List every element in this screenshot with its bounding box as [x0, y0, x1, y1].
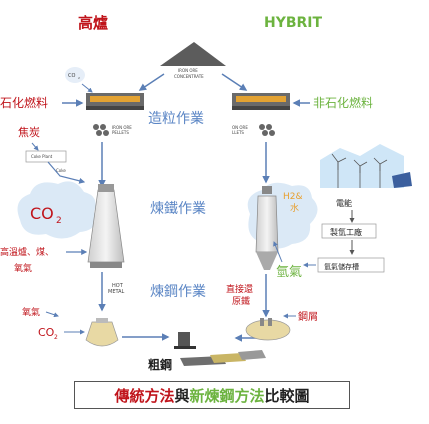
non-fossil-fuel-label: 非石化燃料: [313, 95, 373, 110]
svg-text:2: 2: [54, 334, 58, 341]
co2-cloud-left: [17, 181, 96, 239]
caption-and: 與: [174, 386, 190, 405]
coke-small-label: Coke: [56, 168, 66, 173]
hydrogen-plant-box: [321, 223, 377, 239]
ore-concentrate-pile: [160, 42, 226, 66]
pellets-left-label-2: PELLETS: [112, 130, 129, 135]
pellets-left-label-1: IRON ORE: [112, 125, 132, 130]
fossil-fuel-label: 石化燃料: [0, 95, 48, 110]
concentrate-label-1: IRON ORE: [178, 68, 198, 73]
electric-arc-furnace: [245, 318, 291, 341]
direct-reduction-label-1: 直接還: [226, 283, 253, 295]
coke-label: 焦炭: [18, 126, 40, 139]
hydrogen-storage-box: [317, 257, 385, 273]
co2-bottom-label: CO: [38, 326, 55, 339]
shaft-furnace: [255, 186, 279, 270]
svg-text:2: 2: [78, 76, 80, 80]
stage-steelmaking: 煉鋼作業: [150, 284, 206, 300]
crude-steel-label: 粗鋼: [148, 357, 172, 372]
caption-new-method: 新煉鋼方法: [189, 386, 265, 405]
hot-metal-label-2: METAL: [108, 289, 125, 295]
h2-water-label-2: 水: [290, 202, 299, 214]
blast-furnace: [87, 184, 125, 268]
pellets-right-label-1: ON ORE: [232, 125, 248, 130]
hydrogen-plant-label: 製氫工廠: [330, 227, 362, 237]
hydrogen-storage-label: 氫氣儲存槽: [324, 262, 359, 271]
hot-air-label: 高溫爐、煤、: [0, 246, 54, 258]
caption-traditional: 傳統方法: [114, 386, 175, 405]
blast-furnace-header: 高爐: [78, 14, 108, 32]
oxygen-left-label: 氧氣: [14, 262, 32, 274]
coke-plant-label: Coke Plant: [31, 154, 53, 159]
steel-converter: [85, 318, 119, 347]
stage-ironmaking: 煉鐵作業: [150, 200, 206, 217]
crude-steel-products: [174, 332, 266, 366]
scrap-label: 鋼屑: [298, 310, 318, 323]
hydrogen-label: 氫氣: [276, 265, 302, 280]
hot-metal-label-1: HOT: [112, 283, 124, 289]
svg-text:2: 2: [56, 216, 62, 226]
oxygen-bottom-label: 氧氣: [22, 306, 40, 318]
left-pelletizer: [86, 93, 144, 136]
electricity-label: 電能: [336, 198, 352, 208]
h2-water-label-1: H2&: [283, 192, 303, 202]
pellets-right-label-2: LLETS: [232, 130, 244, 135]
renewable-energy: [320, 144, 412, 188]
coke-plant-box: [25, 150, 67, 163]
concentrate-label-2: CONCENTRATE: [174, 74, 204, 79]
direct-reduction-label-2: 原鐵: [232, 295, 250, 307]
hybrit-header: HYBRIT: [264, 15, 323, 31]
caption-box: 傳統方法 與 新煉鋼方法 比較圖: [74, 381, 350, 409]
co2-small-label: CO: [68, 73, 75, 79]
co2-small-cloud: [65, 67, 85, 83]
right-pelletizer: [232, 93, 290, 136]
caption-comparison: 比較圖: [264, 386, 310, 405]
co2-top-label: CO: [30, 204, 54, 223]
stage-pelletizing: 造粒作業: [148, 111, 204, 127]
